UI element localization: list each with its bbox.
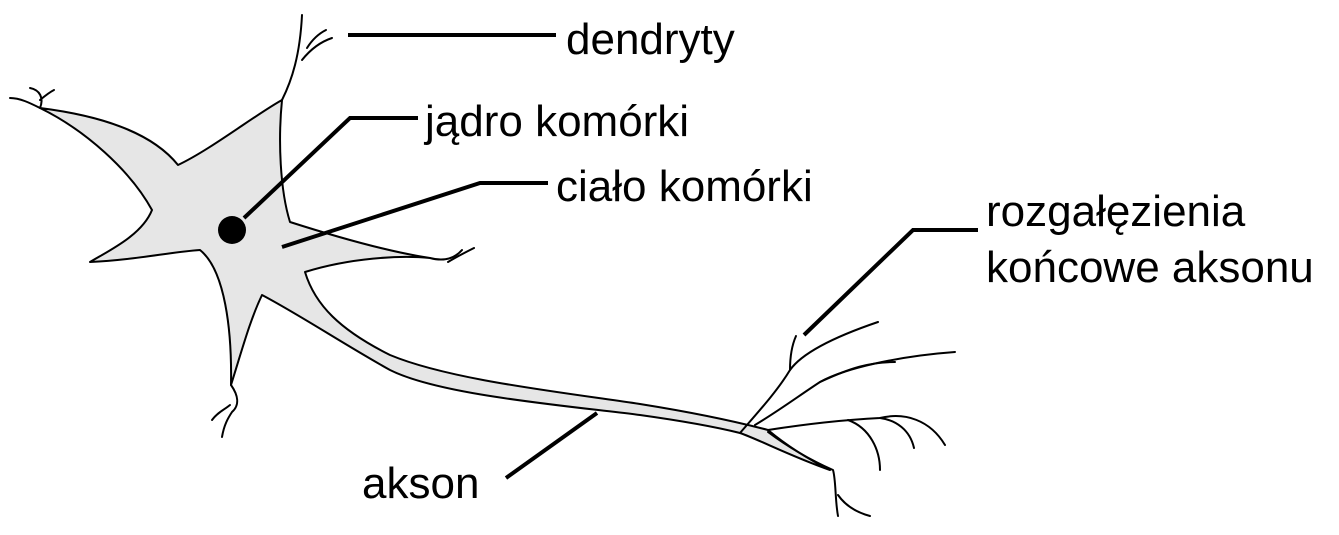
axon-terminal-7 [880,418,914,448]
dendrite-top [282,15,302,100]
axon-terminal-3 [755,352,955,425]
leader-axon [506,413,597,478]
label-axon: akson [362,462,479,506]
nucleus-dot [218,216,246,244]
dendrite-bottom-twig [212,405,230,420]
axon-terminal-5 [768,416,945,445]
label-axon-terminals-line2: końcowe aksonu [986,240,1314,296]
axon-terminal-9 [838,495,870,516]
label-cell-body: ciało komórki [556,165,813,209]
axon-terminal-4 [820,362,895,382]
label-axon-terminals: rozgałęzienia końcowe aksonu [986,184,1314,296]
axon-terminal-6 [848,420,880,470]
axon-terminal-1 [740,322,878,433]
dendrite-left [10,98,40,108]
label-nucleus: jądro komórki [425,100,689,144]
dendrite-left-twig-2 [40,90,54,100]
label-dendrites: dendryty [566,18,735,62]
dendrite-bottom [222,385,237,437]
leader-axon-terminals [804,230,978,335]
dendrite-right [430,250,462,260]
label-axon-terminals-line1: rozgałęzienia [986,184,1314,240]
dendrite-top-twig-1 [302,38,332,60]
neuron-cell-body-shape [40,100,830,470]
